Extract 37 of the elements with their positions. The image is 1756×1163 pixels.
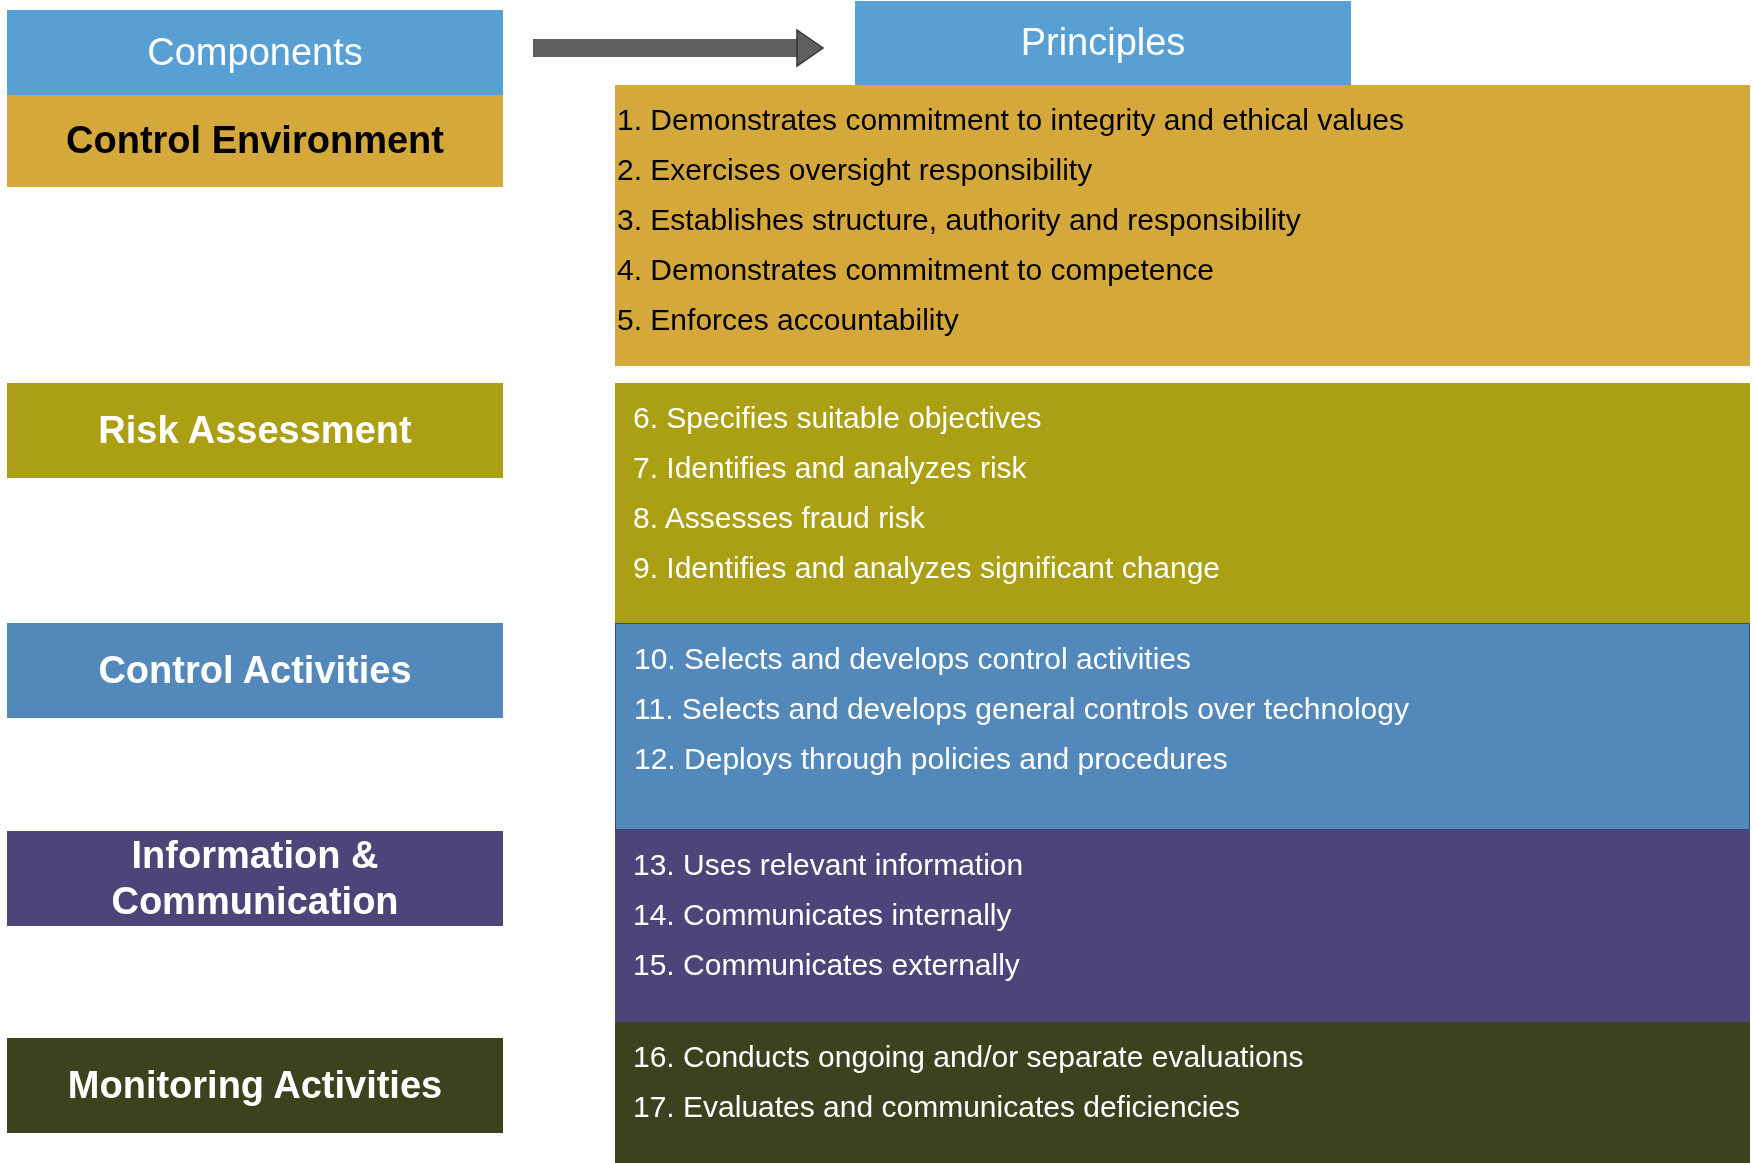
principle-item: 17. Evaluates and communicates deficiencies bbox=[633, 1089, 1241, 1125]
principle-item: 2. Exercises oversight responsibility bbox=[617, 152, 1094, 188]
principle-item: 12. Deploys through policies and procedures bbox=[634, 741, 1229, 777]
principle-item: 8. Assesses fraud risk bbox=[633, 500, 926, 536]
principle-item: 11. Selects and develops general controls over technology bbox=[634, 691, 1410, 727]
principle-item: 7. Identifies and analyzes risk bbox=[633, 450, 1028, 486]
principles-panel bbox=[615, 85, 1750, 366]
component-label: Monitoring Activities bbox=[67, 1062, 443, 1108]
component-label: Control Environment bbox=[66, 118, 444, 164]
principle-item: 4. Demonstrates commitment to competence bbox=[617, 252, 1215, 288]
component-label: Control Activities bbox=[98, 647, 412, 693]
header-bar bbox=[7, 10, 503, 95]
header-label: Components bbox=[147, 31, 363, 74]
header-label: Principles bbox=[1020, 22, 1186, 64]
component-box bbox=[7, 831, 503, 926]
principle-item: 6. Specifies suitable objectives bbox=[633, 400, 1043, 436]
component-box bbox=[7, 95, 503, 187]
principles-panel bbox=[615, 383, 1750, 623]
component-box bbox=[7, 1038, 503, 1133]
principle-item: 1. Demonstrates commitment to integrity and ethical values bbox=[617, 102, 1406, 138]
principle-item: 15. Communicates externally bbox=[633, 947, 1021, 983]
component-label: Information & Communication bbox=[110, 832, 400, 924]
arrow bbox=[533, 29, 824, 67]
principle-item: 14. Communicates internally bbox=[633, 897, 1013, 933]
principles-panel bbox=[615, 1022, 1750, 1163]
header-bar bbox=[855, 1, 1351, 85]
principle-item: 5. Enforces accountability bbox=[617, 302, 960, 338]
principles-panel bbox=[615, 623, 1750, 830]
component-label: Risk Assessment bbox=[98, 407, 412, 453]
principle-item: 16. Conducts ongoing and/or separate evaluations bbox=[633, 1039, 1305, 1075]
component-box bbox=[7, 383, 503, 478]
principle-item: 9. Identifies and analyzes significant change bbox=[633, 550, 1222, 586]
principle-item: 13. Uses relevant information bbox=[633, 847, 1025, 883]
principle-item: 3. Establishes structure, authority and responsibility bbox=[617, 202, 1302, 238]
principles-panel bbox=[615, 830, 1750, 1022]
principle-item: 10. Selects and develops control activities bbox=[634, 641, 1192, 677]
component-box bbox=[7, 623, 503, 718]
